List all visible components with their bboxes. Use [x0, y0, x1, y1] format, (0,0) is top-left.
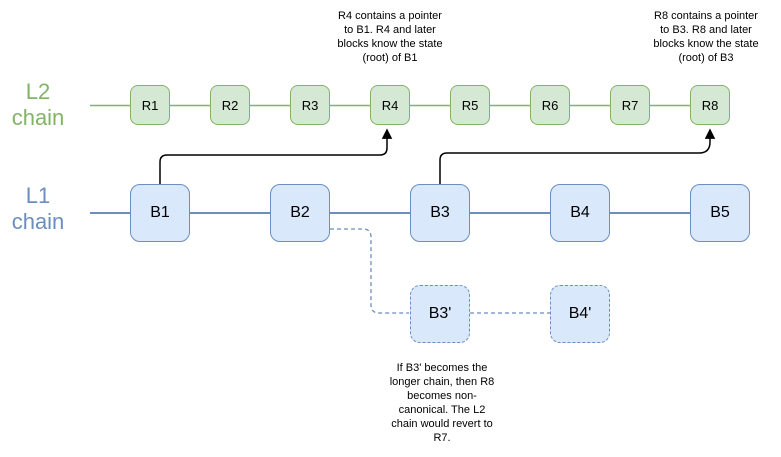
- l1-block-b4: B4: [550, 184, 610, 242]
- note-fork-reorg: If B3' becomes the longer chain, then R8…: [357, 361, 527, 445]
- l2-block-r4: R4: [370, 85, 410, 125]
- l2-chain-label: L2 chain: [0, 79, 76, 131]
- note-r8-pointer: R8 contains a pointer to B3. R8 and late…: [621, 9, 781, 65]
- l2-block-r1: R1: [130, 85, 170, 125]
- fork-block-b3-prime: B3': [410, 285, 470, 343]
- note-r8-line: (root) of B3: [678, 52, 734, 64]
- note-r4-line: blocks know the state: [337, 38, 443, 50]
- note-r4-line: (root) of B1: [362, 52, 418, 64]
- note-fork-line: R7.: [433, 432, 451, 444]
- l1-block-b3: B3: [410, 184, 470, 242]
- l1-block-b1: B1: [130, 184, 190, 242]
- l2-block-r8: R8: [690, 85, 730, 125]
- l1-block-b5: B5: [690, 184, 750, 242]
- l2-block-r2: R2: [210, 85, 250, 125]
- l1-block-b2: B2: [270, 184, 330, 242]
- note-r4-pointer: R4 contains a pointer to B1. R4 and late…: [305, 9, 475, 65]
- fork-block-b4-prime: B4': [550, 285, 610, 343]
- l2-block-r3: R3: [290, 85, 330, 125]
- l2-block-r6: R6: [530, 85, 570, 125]
- note-fork-line: becomes non-: [407, 390, 477, 402]
- l2-chain-label-line2: chain: [11, 105, 65, 130]
- l2-block-r5: R5: [450, 85, 490, 125]
- note-r8-line: to B3. R8 and later: [660, 24, 752, 36]
- l1-chain-label: L1 chain: [0, 183, 76, 235]
- l2-chain-label-line1: L2: [25, 79, 51, 104]
- note-fork-line: longer chain, then R8: [389, 376, 495, 388]
- l2-block-r7: R7: [610, 85, 650, 125]
- note-r8-line: blocks know the state: [653, 38, 759, 50]
- note-fork-line: If B3' becomes the: [396, 362, 488, 374]
- note-r4-line: to B1. R4 and later: [344, 24, 436, 36]
- fork-connector-b2-to-b3p: [330, 228, 409, 314]
- note-fork-line: canonical. The L2: [398, 404, 486, 416]
- arrow-b1-to-r4: [159, 128, 393, 184]
- note-r4-line: R4 contains a pointer: [338, 10, 442, 22]
- arrow-b3-to-r8: [439, 128, 716, 184]
- l1-chain-label-line1: L1: [25, 183, 51, 208]
- note-r8-line: R8 contains a pointer: [654, 10, 758, 22]
- l1-chain-label-line2: chain: [11, 209, 65, 234]
- note-fork-line: chain would revert to: [391, 418, 493, 430]
